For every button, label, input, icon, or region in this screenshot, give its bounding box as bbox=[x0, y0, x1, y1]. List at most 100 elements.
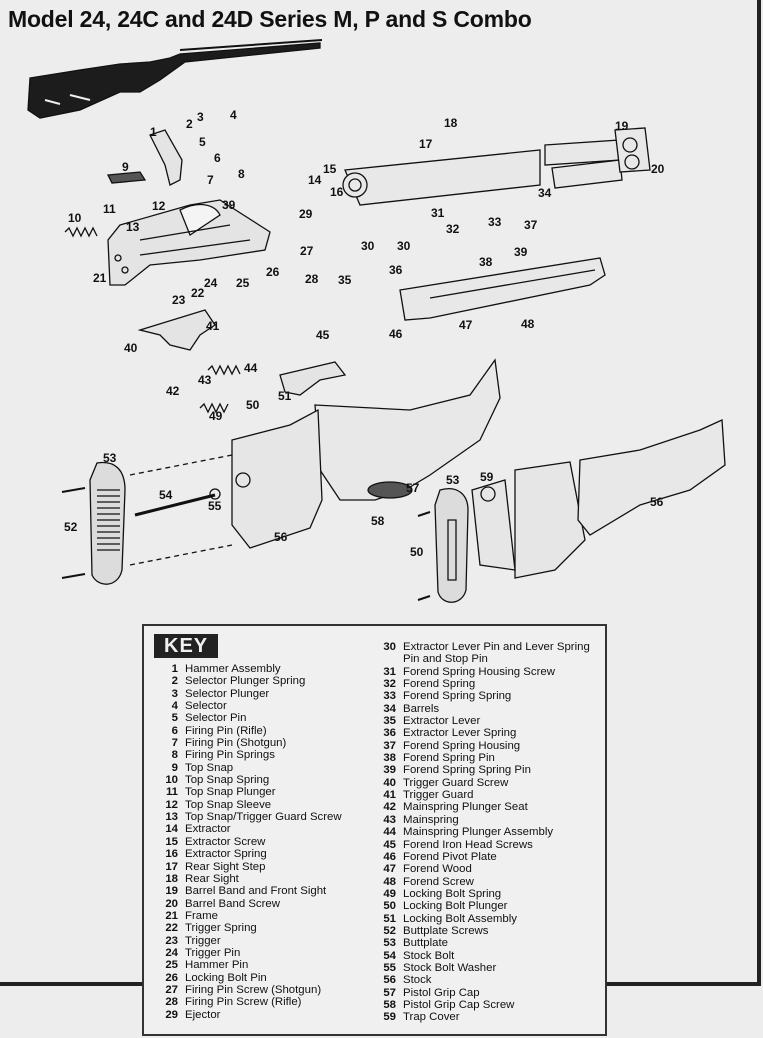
key-entry-number: 34 bbox=[383, 702, 396, 715]
key-entry-label: Firing Pin (Shotgun) bbox=[185, 737, 287, 750]
key-entry-number: 29 bbox=[165, 1008, 178, 1021]
key-entry-number: 6 bbox=[171, 724, 178, 737]
trap-cover-part bbox=[480, 486, 496, 502]
rifle-overview-illustration bbox=[27, 39, 323, 119]
callout-57: 57 bbox=[406, 481, 420, 495]
key-entry-number: 33 bbox=[383, 690, 396, 703]
key-entry-number: 2 bbox=[171, 675, 178, 688]
key-entry-number: 36 bbox=[383, 727, 396, 740]
callout-51: 51 bbox=[278, 389, 292, 403]
key-entry-number: 49 bbox=[383, 887, 396, 900]
key-entry-number: 54 bbox=[383, 949, 396, 962]
key-entry-label: Extractor Lever bbox=[403, 715, 481, 728]
key-entry-label: Trigger Spring bbox=[185, 922, 257, 935]
stock-part bbox=[314, 358, 501, 501]
callout-17: 17 bbox=[419, 137, 433, 151]
callout-35: 35 bbox=[338, 273, 352, 287]
key-entry-number: 38 bbox=[383, 752, 396, 765]
callout-38: 38 bbox=[479, 255, 493, 269]
top-snap-part bbox=[106, 171, 147, 184]
callout-43: 43 bbox=[198, 373, 212, 387]
key-heading: KEY bbox=[154, 634, 219, 658]
callout-41: 41 bbox=[206, 319, 220, 333]
key-entry-label: Locking Bolt Plunger bbox=[403, 900, 508, 913]
key-entry-label: Trap Cover bbox=[403, 1011, 460, 1024]
key-entry-label: Top Snap Spring bbox=[185, 774, 270, 787]
key-entry-label: Firing Pin Springs bbox=[185, 749, 275, 762]
key-entry-number: 27 bbox=[165, 983, 178, 996]
callout-19: 19 bbox=[615, 119, 629, 133]
key-entry-number: 35 bbox=[383, 715, 396, 728]
key-entry-label: Forend Wood bbox=[403, 863, 472, 876]
callout-45: 45 bbox=[316, 328, 330, 342]
key-entry-label: Top Snap bbox=[185, 761, 234, 774]
key-entry-number: 26 bbox=[165, 971, 178, 984]
key-entry-number: 59 bbox=[383, 1011, 396, 1024]
key-entry-label: Selector Plunger bbox=[185, 687, 270, 700]
key-entry-number: 45 bbox=[383, 838, 396, 851]
key-entry-label: Barrels bbox=[403, 702, 440, 715]
key-entry-label: Firing Pin Screw (Rifle) bbox=[185, 996, 302, 1009]
key-entry: 6 Firing Pin (Rifle) bbox=[148, 725, 363, 737]
callout-8: 8 bbox=[238, 167, 245, 181]
key-entry-label: Locking Bolt Pin bbox=[185, 971, 267, 984]
key-entry-number: 22 bbox=[165, 922, 178, 935]
key-entry-label: Pistol Grip Cap bbox=[403, 986, 480, 999]
key-entry-label: Firing Pin (Rifle) bbox=[185, 724, 267, 737]
callout-9: 9 bbox=[122, 160, 129, 174]
key-entry-number: 53 bbox=[383, 937, 396, 950]
key-entry-number: 48 bbox=[383, 875, 396, 888]
buttplate-with-trap-part bbox=[434, 488, 469, 603]
key-entry-label: Top Snap/Trigger Guard Screw bbox=[185, 811, 342, 824]
key-entry-number: 40 bbox=[383, 776, 396, 789]
key-entry-number: 15 bbox=[165, 835, 178, 848]
key-entry: 26 Locking Bolt Pin bbox=[148, 972, 363, 984]
key-entry-number: 44 bbox=[383, 826, 396, 839]
key-entry-label: Rear Sight Step bbox=[185, 860, 266, 873]
key-entry-number: 8 bbox=[171, 749, 178, 762]
callout-12: 12 bbox=[152, 199, 166, 213]
key-entry-label: Trigger Pin bbox=[185, 946, 241, 959]
callout-15: 15 bbox=[323, 162, 337, 176]
key-entry-label: Hammer Assembly bbox=[185, 663, 281, 675]
key-entry-label: Firing Pin Screw (Shotgun) bbox=[185, 983, 322, 996]
callout-58: 58 bbox=[371, 514, 385, 528]
callout-2: 2 bbox=[186, 117, 193, 131]
callout-21: 21 bbox=[93, 271, 107, 285]
callout-46: 46 bbox=[389, 327, 403, 341]
key-entry-label: Selector Pin bbox=[185, 712, 247, 725]
callout-18: 18 bbox=[444, 116, 458, 130]
barrel-band-part bbox=[614, 127, 651, 173]
callout-20: 20 bbox=[651, 162, 665, 176]
key-entry-number: 46 bbox=[383, 850, 396, 863]
callout-50b: 50 bbox=[410, 545, 424, 559]
spring-part bbox=[199, 402, 229, 414]
key-entry-number: 23 bbox=[165, 934, 178, 947]
callout-56b: 56 bbox=[650, 495, 664, 509]
key-entry-label: Locking Bolt Assembly bbox=[403, 912, 517, 925]
callout-30b: 30 bbox=[397, 239, 411, 253]
key-entry-label: Extractor Spring bbox=[185, 848, 267, 861]
